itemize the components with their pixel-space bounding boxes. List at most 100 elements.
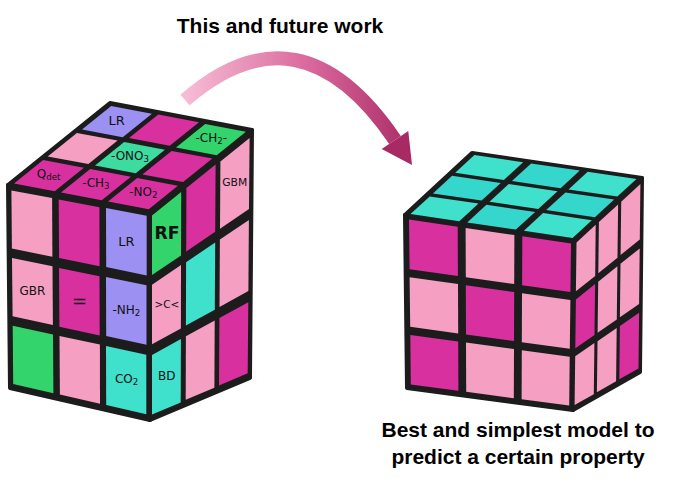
cube-sticker-label: >C< bbox=[152, 265, 181, 344]
cube-sticker bbox=[106, 208, 147, 275]
cube-sticker bbox=[186, 243, 215, 326]
cube-sticker-label: LR bbox=[82, 106, 152, 137]
cube-sticker bbox=[95, 142, 165, 173]
cube-sticker bbox=[186, 320, 215, 399]
cube-sticker bbox=[466, 228, 515, 284]
cube-sticker bbox=[13, 326, 54, 393]
sticker-text: GBR bbox=[20, 285, 46, 298]
cube-sticker bbox=[455, 155, 523, 180]
cube-sticker bbox=[524, 213, 592, 238]
text-segment: det bbox=[46, 173, 60, 183]
cube-sticker-label: = bbox=[59, 268, 100, 335]
cube-sticker-label: GBM bbox=[220, 138, 250, 229]
text-segment: 3 bbox=[144, 154, 150, 164]
cube-sticker-label: RF bbox=[152, 192, 181, 275]
cube-sticker bbox=[409, 220, 458, 277]
cube-sticker bbox=[82, 106, 152, 137]
cube-sticker bbox=[575, 284, 595, 348]
sticker-text: = bbox=[72, 291, 87, 311]
cube-sticker bbox=[152, 339, 181, 415]
cube-sticker bbox=[597, 328, 617, 392]
cube-sticker bbox=[546, 192, 614, 217]
cube-sticker bbox=[106, 277, 147, 345]
text-segment: 2 bbox=[217, 136, 223, 146]
text-segment: -CH bbox=[196, 131, 218, 145]
text-segment: LR bbox=[118, 234, 134, 249]
cube-sticker bbox=[410, 277, 459, 333]
cube-sticker bbox=[411, 196, 479, 221]
text-segment: BD bbox=[158, 369, 175, 383]
sticker-text: -ONO3 bbox=[111, 150, 149, 165]
sticker-text: CO2 bbox=[115, 373, 138, 388]
sticker-text: LR bbox=[118, 235, 134, 249]
cube-sticker bbox=[598, 204, 618, 273]
cube-sticker bbox=[522, 236, 571, 292]
sticker-text: >C< bbox=[154, 299, 179, 311]
text-segment: -ONO bbox=[111, 149, 144, 163]
cube-sticker bbox=[575, 343, 595, 405]
cube-sticker bbox=[621, 184, 641, 255]
text-segment: 3 bbox=[104, 182, 110, 192]
sticker-text: LR bbox=[109, 114, 125, 128]
figure-caption: Best and simplest model to predict a cer… bbox=[363, 416, 673, 471]
figure-caption-holder: Best and simplest model to predict a cer… bbox=[363, 416, 673, 471]
text-segment: -NH bbox=[113, 303, 135, 317]
text-segment: Q bbox=[37, 167, 46, 181]
sticker-text: RF bbox=[154, 224, 179, 243]
text-segment: -NO bbox=[129, 185, 152, 199]
cube-sticker bbox=[152, 265, 181, 344]
arrow-head bbox=[382, 131, 412, 165]
cube-sticker bbox=[467, 205, 535, 230]
cube-sticker bbox=[433, 176, 501, 201]
cube-sticker bbox=[619, 313, 639, 380]
cube-sticker bbox=[410, 335, 458, 391]
cube-sticker bbox=[11, 190, 52, 256]
cube-sticker bbox=[59, 199, 100, 266]
cube-sticker bbox=[219, 302, 248, 385]
cube-face bbox=[8, 185, 150, 420]
cube-stickers bbox=[11, 115, 640, 406]
sticker-text: -CH3 bbox=[82, 177, 109, 192]
text-segment: CO bbox=[115, 372, 133, 386]
sticker-text: Qdet bbox=[37, 168, 61, 183]
figure-title-holder: This and future work bbox=[130, 12, 430, 39]
text-segment: LR bbox=[109, 113, 125, 128]
cube-sticker bbox=[598, 266, 618, 333]
text-segment: GBR bbox=[20, 284, 46, 298]
cube-faces bbox=[8, 103, 642, 420]
sticker-text: BD bbox=[158, 370, 175, 383]
text-segment: = bbox=[72, 290, 87, 311]
cube-sticker-label: -NH2 bbox=[106, 277, 147, 345]
cube-sticker bbox=[512, 163, 580, 188]
cube-sticker bbox=[522, 293, 571, 349]
cube-sticker-label: GBR bbox=[12, 258, 53, 325]
text-segment: 2 bbox=[152, 191, 158, 201]
text-segment: GBM bbox=[222, 176, 247, 189]
cube-sticker bbox=[106, 346, 146, 414]
cube-sticker bbox=[152, 192, 181, 275]
text-segment: RF bbox=[154, 223, 179, 243]
cube-sticker-label: BD bbox=[152, 339, 181, 414]
figure-title: This and future work bbox=[130, 12, 430, 39]
cube-sticker bbox=[59, 268, 100, 335]
sticker-text: -NH2 bbox=[113, 304, 141, 319]
sticker-text: -CH2- bbox=[196, 132, 228, 147]
cube-sticker bbox=[569, 172, 637, 197]
cube-sticker bbox=[220, 138, 250, 229]
cube-face bbox=[405, 215, 575, 410]
cube-sticker bbox=[12, 258, 53, 325]
cube-sticker bbox=[60, 336, 101, 404]
cube-sticker bbox=[490, 184, 558, 209]
text-segment: 2 bbox=[135, 308, 141, 318]
text-segment: - bbox=[223, 131, 227, 145]
cube-sticker bbox=[620, 248, 640, 317]
text-segment: 2 bbox=[133, 377, 139, 387]
text-segment: -CH bbox=[82, 176, 104, 190]
sticker-text: GBM bbox=[222, 177, 247, 189]
cube-sticker bbox=[466, 285, 514, 341]
cube-sticker bbox=[466, 343, 514, 399]
cube-sticker-label: -ONO3 bbox=[95, 142, 165, 173]
cube-sticker-label: LR bbox=[106, 208, 147, 275]
